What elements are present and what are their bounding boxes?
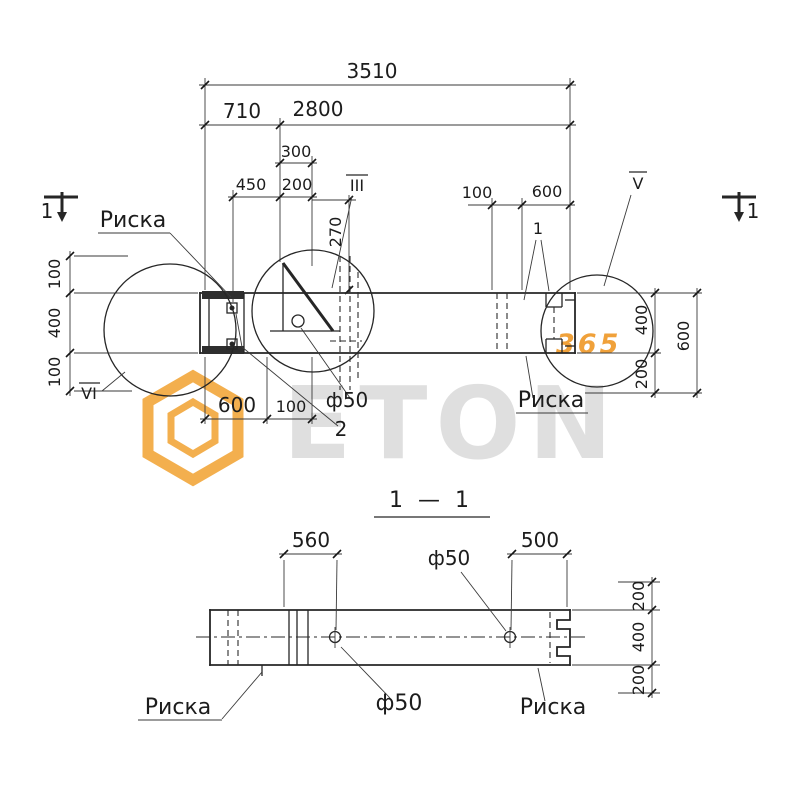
dim-600-top: 600 [532,182,563,201]
phi50-label: ф50 [326,388,369,412]
dim-710: 710 [223,99,261,123]
cut-label-right: 1 [747,199,760,223]
beam-right-end-detail [496,293,575,353]
watermark: ETON 365 [142,329,621,487]
dim-right-600: 600 [674,321,693,352]
dim-left-100-top: 100 [45,259,64,290]
pos-1-label: 1 [533,219,543,238]
dim-bottom-100: 100 [276,397,307,416]
dim-sec-200-top: 200 [629,581,648,612]
dim-100-top: 100 [462,183,493,202]
watermark-number: 365 [556,329,621,360]
dim-3510: 3510 [347,59,398,83]
dim-300: 300 [281,142,312,161]
cut-arrow-down-icon [734,212,744,222]
dim-200: 200 [282,175,313,194]
dim-560: 560 [292,528,330,552]
top-view: 1 1 3510 710 2800 300 450 200 270 100 60… [41,59,760,441]
dim-left-100-bot: 100 [45,357,64,388]
riska-label-left: Риска [145,695,211,720]
beam-middle-detail [270,256,362,390]
callout-circle-middle [251,249,375,373]
node-v: V [629,171,647,193]
phi50-label-top: ф50 [428,546,471,570]
hexagon-logo-icon [142,369,244,487]
dim-left-400: 400 [45,308,64,339]
hole-phi50 [291,314,305,328]
phi50-label-bottom: ф50 [376,691,423,716]
section-title: 1 — 1 [389,488,473,513]
dim-270: 270 [326,217,345,248]
riska-label-right: Риска [520,695,586,720]
pos-2-label: 2 [335,417,348,441]
callout-circle-left [103,263,237,397]
dim-2800: 2800 [293,97,344,121]
dim-bottom-600: 600 [218,393,256,417]
dim-right-200: 200 [632,359,651,390]
dim-500: 500 [521,528,559,552]
riska-label-right: Риска [518,388,584,413]
node-vi: VI [79,382,100,403]
node-iii: III [346,174,368,195]
cut-arrow-down-icon [57,212,67,222]
section-cut-right: 1 [722,192,759,223]
dim-sec-200-bot: 200 [629,665,648,696]
cut-label-left: 1 [41,199,54,223]
callout-circle-right [540,274,654,388]
node-iii-label: III [350,176,364,195]
node-v-label: V [633,174,644,193]
watermark-brand: ETON [283,365,620,482]
hexagon-logo-inner-icon [167,397,219,459]
dim-right-400: 400 [632,305,651,336]
node-vi-label: VI [81,384,97,403]
section-view: 1 — 1 560 500 [138,488,660,721]
section-beam-outline [209,609,571,666]
section-cut-left: 1 [41,192,78,223]
riska-label-left: Риска [100,208,166,233]
beam-outline [199,292,576,354]
dim-450: 450 [236,175,267,194]
dim-sec-400: 400 [629,622,648,653]
